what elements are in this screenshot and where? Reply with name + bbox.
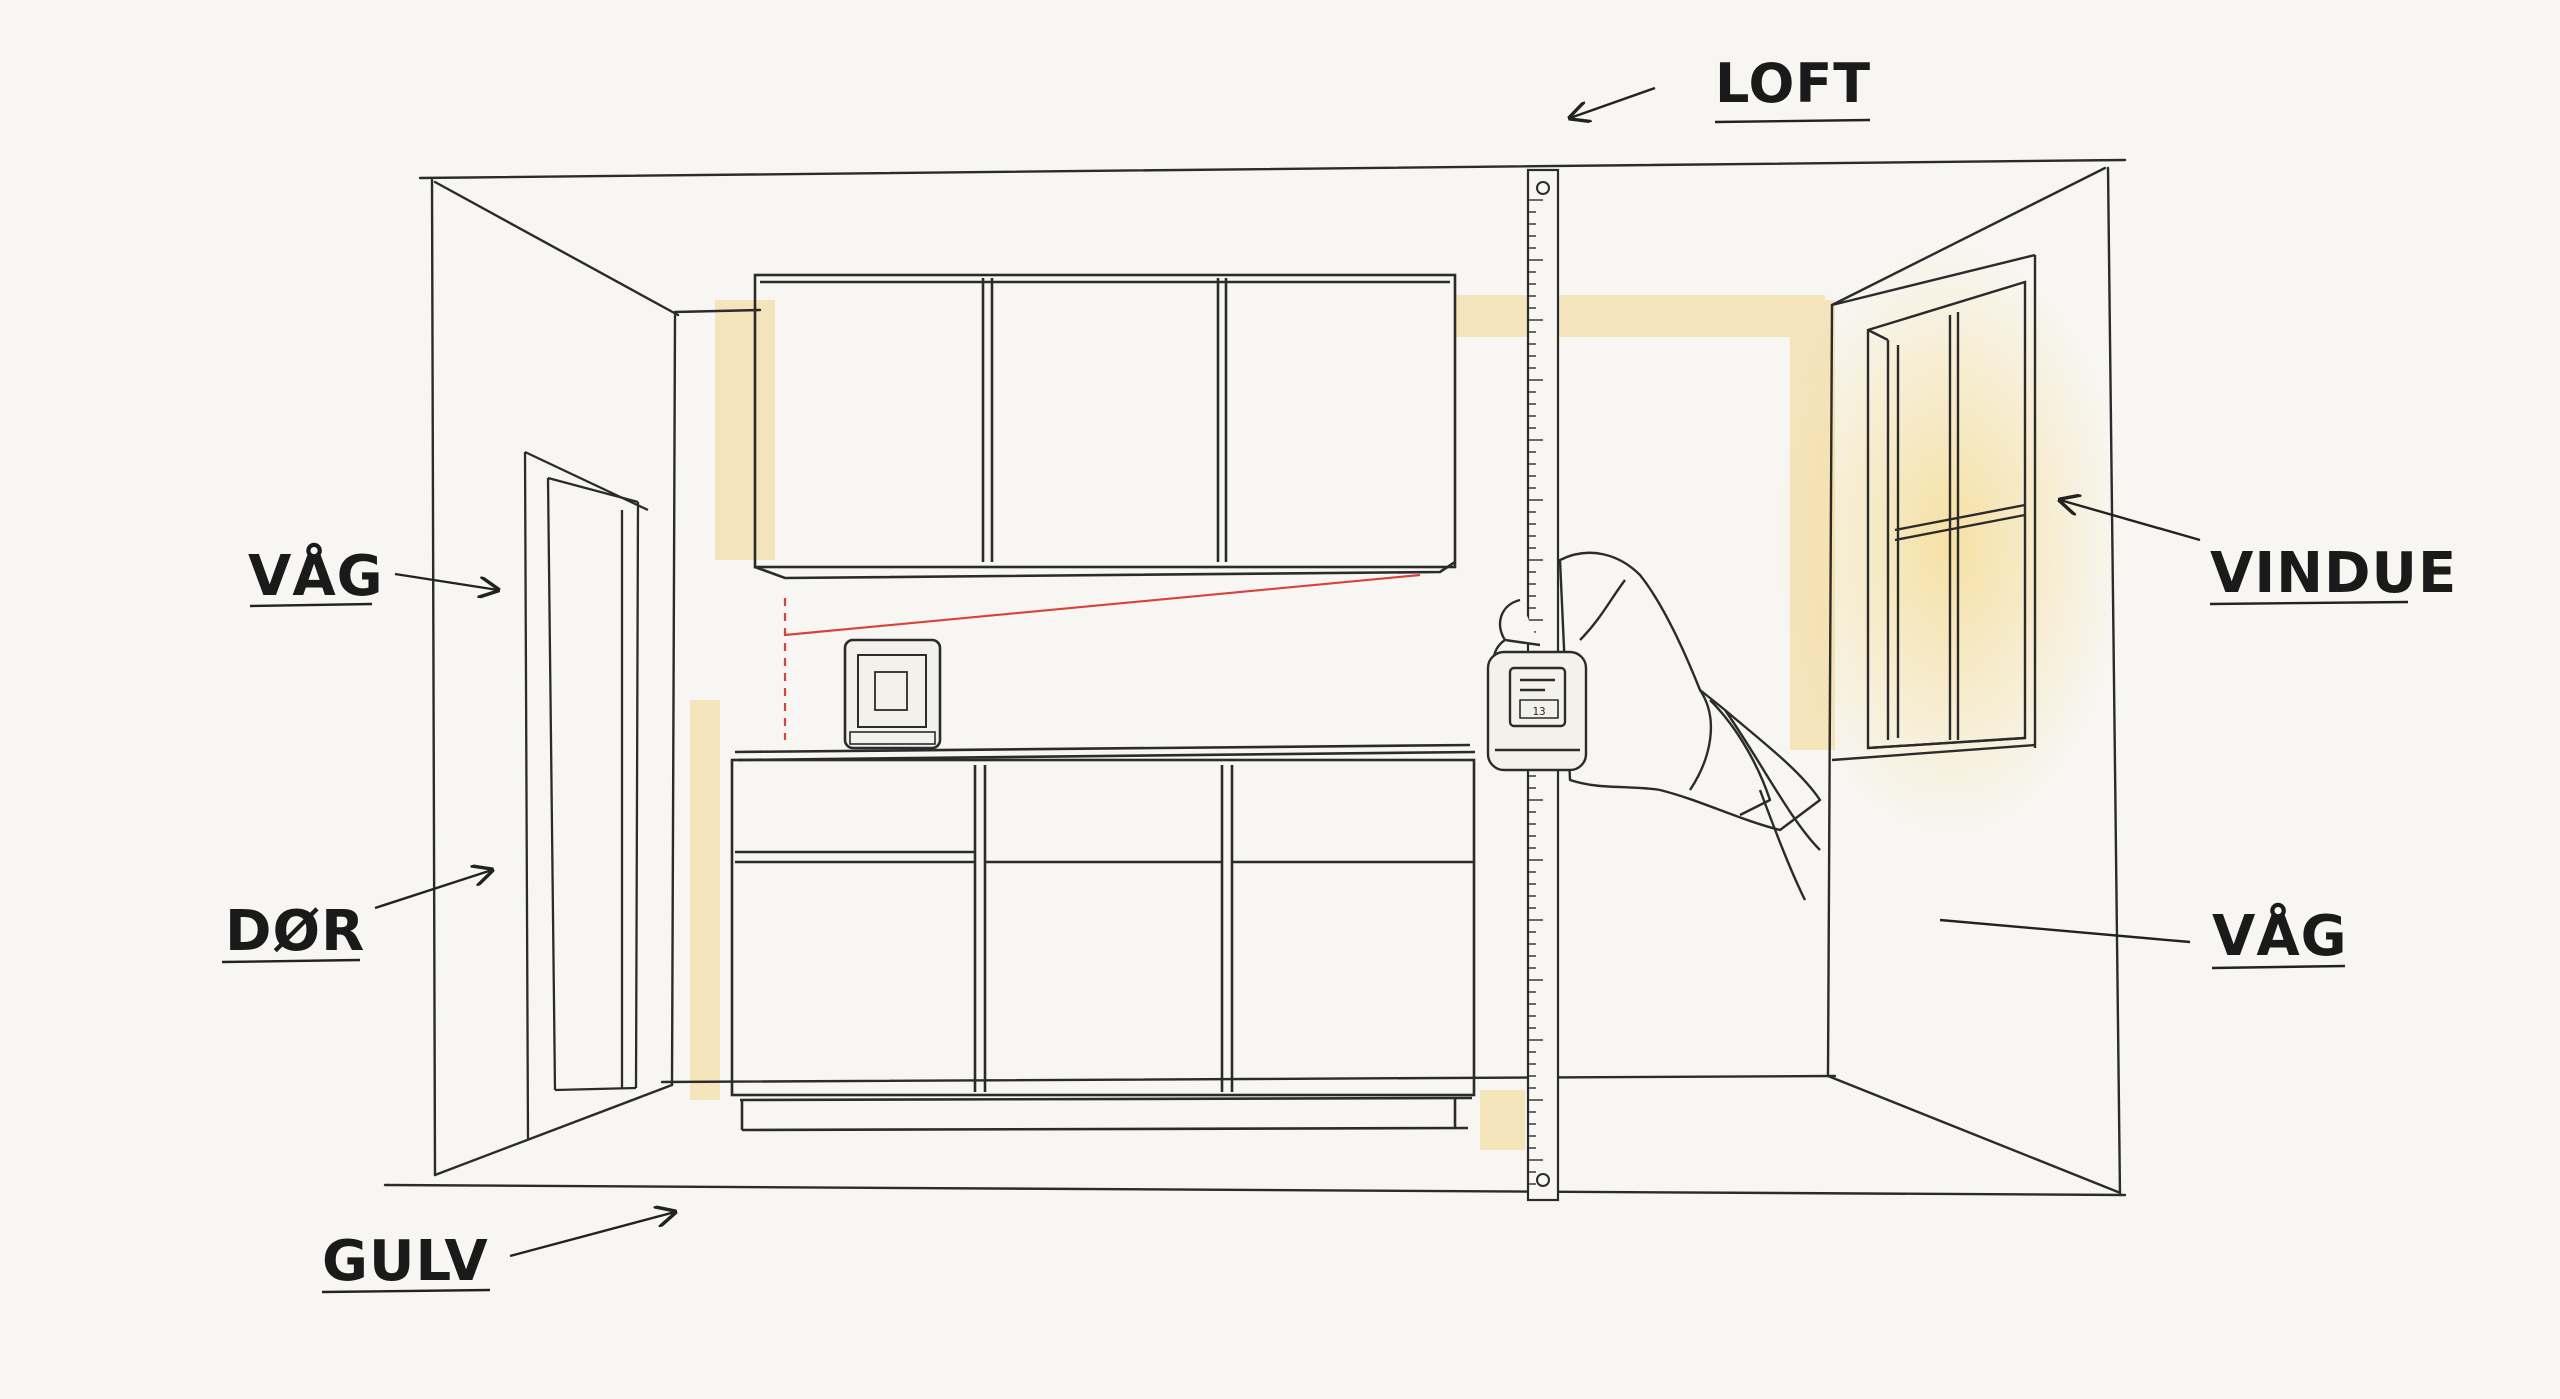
doorway bbox=[523, 450, 649, 1141]
label-door-text: DØR bbox=[225, 899, 365, 964]
base-cabinets bbox=[730, 743, 1476, 1132]
room-outline bbox=[383, 158, 2127, 1197]
tape-display-value: 13 bbox=[1532, 705, 1545, 718]
label-right-wall-text: VÅG bbox=[2212, 903, 2348, 969]
label-left-wall: VÅG bbox=[248, 543, 498, 609]
hand-holding-tape bbox=[1486, 551, 1822, 901]
label-window-text: VINDUE bbox=[2210, 541, 2457, 606]
upper-cabinets bbox=[753, 273, 1457, 580]
label-floor-text: GULV bbox=[322, 1229, 489, 1294]
label-window: VINDUE bbox=[2060, 500, 2457, 606]
laser-beam bbox=[783, 573, 1421, 740]
laser-level bbox=[843, 638, 942, 750]
label-left-wall-text: VÅG bbox=[248, 543, 384, 609]
window bbox=[1831, 253, 2037, 762]
label-right-wall: VÅG bbox=[1939, 903, 2348, 970]
label-loft: LOFT bbox=[1570, 52, 1871, 122]
label-door: DØR bbox=[221, 870, 492, 964]
label-loft-text: LOFT bbox=[1715, 52, 1871, 115]
label-floor: GULV bbox=[321, 1212, 675, 1294]
